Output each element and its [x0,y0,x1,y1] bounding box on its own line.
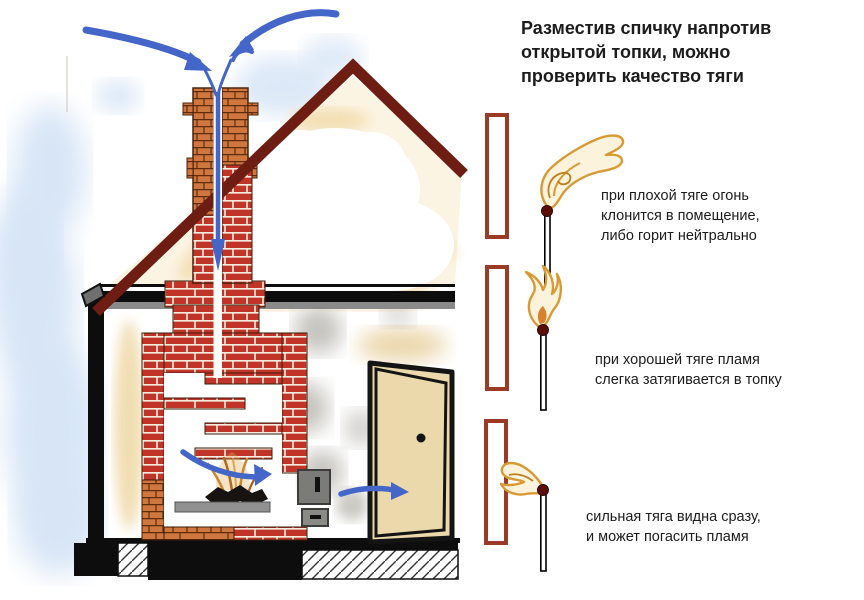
firebox-opening-rect [484,419,508,545]
ash-door [301,508,329,527]
roof-eave [80,282,106,308]
stove-foundation [148,543,302,580]
caption-good-draft: при хорошей тяге пламя слегка затягивает… [595,352,782,388]
room-door [367,360,455,545]
demo-good-draft [485,264,562,411]
match-icon [537,324,549,411]
downdraft-arrow-icon [211,92,225,271]
page-title: Разместив спичку напротив открытой топки… [521,18,772,86]
foundation [74,538,460,580]
airflow-from-door-arrow-icon [338,482,409,500]
match-head [541,205,553,217]
inner-flame [537,306,547,324]
airflow-into-firebox-arrow-icon [180,449,272,486]
firebox-opening-rect [485,113,509,239]
left-wall [88,298,104,543]
house-cross-section-diagram [0,9,468,580]
grate-shelf [174,501,271,513]
flame-slight-left-icon [524,264,562,328]
airflow-arrows [82,9,409,500]
ceiling [100,284,455,309]
match-head [537,484,549,496]
match-head [537,324,549,336]
firewood [205,485,268,506]
wind-arrow-left-icon [82,26,212,71]
door-panel [374,367,448,538]
demo-strong-draft [484,419,549,572]
firebox-opening-rect [485,265,509,391]
flue-baffles [163,372,283,460]
roof [80,58,468,316]
door-knob [416,433,426,443]
demo-bad-draft [485,113,625,297]
attic-insulation-cloud [213,128,454,302]
match-icon [537,484,549,572]
flame-leaning-right-icon [540,134,625,209]
caption-bad-draft: при плохой тяге огонь клонится в помещен… [601,188,760,244]
wind-arrow-right-icon [229,9,340,62]
smoke-cloud-background [0,37,363,575]
foundation-hatch-left [117,542,149,577]
ground-hatch-right [301,549,459,580]
caption-strong-draft: сильная тяга видна сразу, и может погаси… [586,509,761,545]
firebox-door [297,469,331,505]
attic [110,76,462,310]
